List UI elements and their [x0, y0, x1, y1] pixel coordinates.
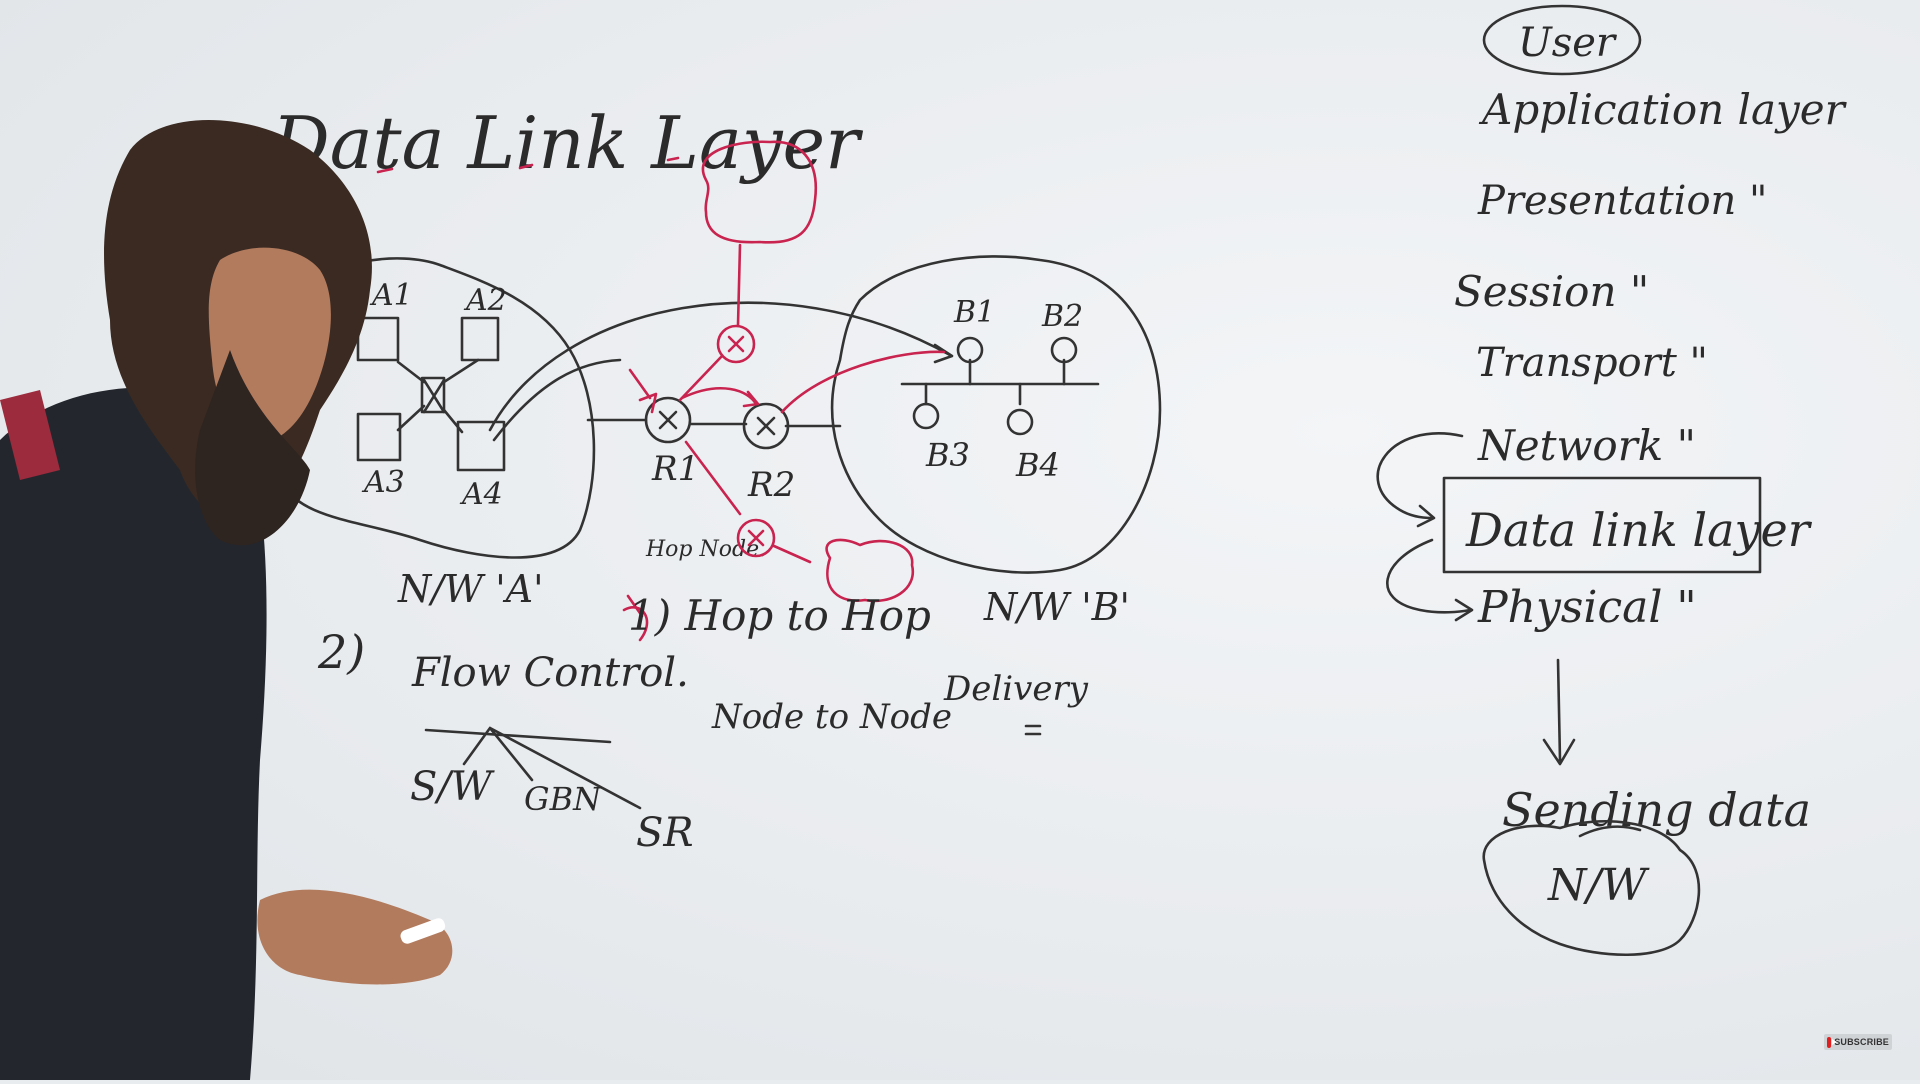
host-b4-label: B4 [1015, 446, 1060, 484]
host-b3-label: B3 [925, 436, 970, 474]
flow-methods-arrows [462, 726, 642, 810]
path-arc-arrowhead [933, 343, 954, 364]
host-b1 [956, 336, 984, 364]
router-r1-label: R1 [651, 449, 699, 489]
cloud-label: N/W [1547, 860, 1650, 911]
red-link-bottom [684, 440, 742, 516]
osi-data-link: Data link layer [1465, 503, 1813, 557]
osi-transport: Transport " [1476, 340, 1708, 386]
host-a2-box [460, 316, 500, 362]
red-strike-mark [622, 594, 649, 642]
delivery-underline [1024, 724, 1042, 736]
flow-method-sw: S/W [410, 764, 495, 810]
network-b-cloud [830, 255, 1162, 574]
network-cloud-bottom [1482, 819, 1701, 957]
red-cloud-bottom [825, 538, 915, 603]
red-link-top [736, 243, 742, 327]
network-b-label: N/W 'B' [983, 585, 1130, 629]
red-cloud-top [701, 140, 818, 244]
hop-node-label: Hop Node. [645, 537, 766, 562]
router-r2-label: R2 [747, 465, 795, 505]
red-router-bottom [736, 518, 776, 558]
host-a1-label: A1 [369, 278, 413, 313]
host-b4 [1006, 408, 1034, 436]
host-a1-box [356, 316, 400, 362]
switch-links [396, 358, 480, 434]
host-a4-box [456, 420, 506, 472]
arrow-datalink-to-physical [1386, 538, 1472, 614]
flow-control-underline [424, 728, 612, 744]
red-router-top-cross [727, 335, 745, 353]
arrow-datalink-to-physical-head [1454, 598, 1474, 622]
arrow-down-sending [1542, 658, 1576, 766]
arrow-network-to-datalink [1376, 432, 1464, 520]
red-links-r1 [628, 354, 724, 414]
flow-number: 2) [317, 625, 365, 679]
title-underline-marks [376, 156, 680, 174]
host-b2 [1050, 336, 1078, 364]
flow-control: Flow Control. [411, 650, 689, 696]
subscribe-label: SUBSCRIBE [1834, 1037, 1889, 1047]
delivery: Delivery [943, 669, 1089, 709]
host-b1-label: B1 [953, 295, 995, 330]
youtube-play-icon [1827, 1036, 1838, 1048]
host-a2-label: A2 [463, 283, 507, 318]
router-r2 [742, 402, 790, 450]
switch-box [420, 376, 446, 414]
arrow-network-to-datalink-head [1416, 504, 1436, 528]
red-arrow-r1-r2 [680, 387, 760, 408]
subscribe-badge[interactable]: SUBSCRIBE [1824, 1034, 1892, 1050]
sending-data: Sending data [1502, 783, 1811, 837]
host-b2-label: B2 [1041, 299, 1083, 334]
osi-presentation: Presentation " [1477, 178, 1767, 224]
host-a3-box [356, 412, 402, 462]
node-to-node: Node to Node [711, 697, 952, 737]
network-a-label: N/W 'A' [397, 567, 544, 611]
osi-session: Session " [1454, 267, 1649, 316]
red-link-cloud-bottom [772, 544, 812, 564]
user-ellipse [1482, 4, 1642, 76]
osi-application: Application layer [1478, 85, 1848, 134]
network-b-drops [924, 358, 1066, 406]
router-links [586, 418, 842, 428]
router-r1 [644, 396, 692, 444]
osi-network: Network " [1477, 421, 1696, 470]
flow-method-gbn: GBN [524, 780, 602, 818]
osi-physical: Physical " [1477, 582, 1697, 633]
path-arc-a4-r1 [492, 358, 622, 442]
hop-to-hop: 1) Hop to Hop [628, 591, 931, 640]
data-link-layer-box [1442, 476, 1762, 574]
host-a4-label: A4 [459, 477, 503, 512]
host-b3 [912, 402, 940, 430]
flow-method-sr: SR [636, 810, 694, 856]
red-arrow-r2-b [780, 350, 946, 414]
sending-underline [1578, 825, 1642, 838]
router-r1-cross [658, 410, 678, 430]
path-arc-a4-b1 [488, 301, 952, 432]
user-label: User [1518, 20, 1618, 66]
red-router-bottom-cross [747, 529, 765, 547]
host-a3-label: A3 [361, 465, 405, 500]
red-router-top [716, 324, 756, 364]
presenter [0, 120, 453, 1080]
router-r2-cross [756, 416, 776, 436]
